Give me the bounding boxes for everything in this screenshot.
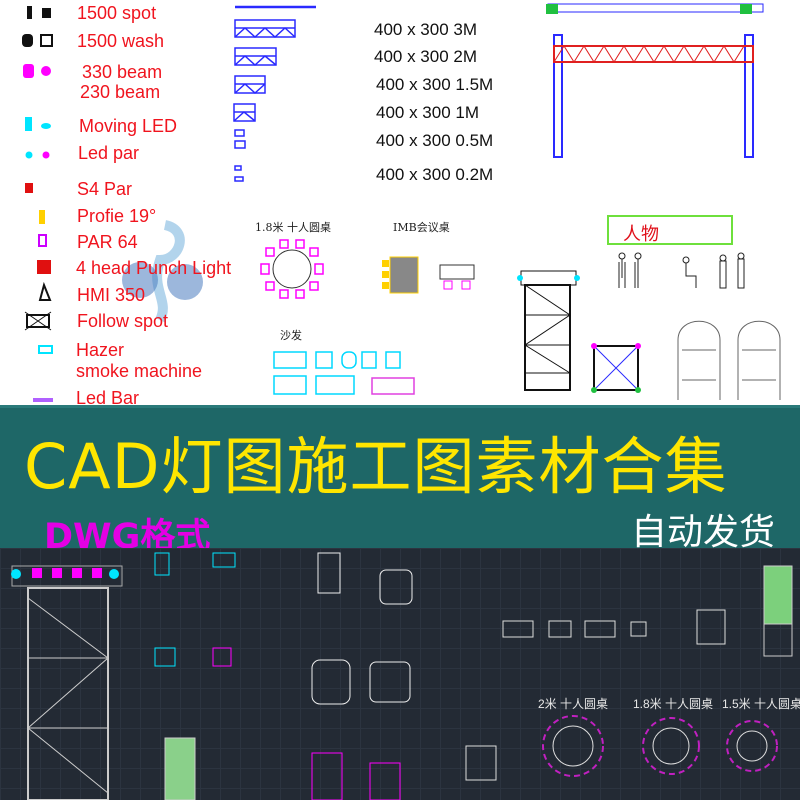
- legend-label: 4 head Punch Light: [76, 258, 232, 278]
- goalpost-truss-drawing: [546, 3, 764, 158]
- cad-preview-white: 1500 spot 1500 wash 330 beam 230 beam Mo…: [22, 3, 781, 408]
- legend-label: 1500 spot: [77, 3, 157, 23]
- legend-label: HMI 350: [77, 285, 146, 305]
- conference-table-label: IMB会议桌: [393, 221, 450, 234]
- legend-label: 230 beam: [80, 82, 161, 102]
- legend-label: Moving LED: [79, 116, 178, 136]
- par64-icon: [38, 234, 47, 247]
- title-banner: CAD灯图施工图素材合集 DWG格式 自动发货: [0, 405, 800, 557]
- truss-size-label: 400 x 300 1.5M: [376, 75, 494, 94]
- moving-head-wash-icon: [22, 34, 53, 47]
- hazer-icon: [38, 345, 53, 354]
- profile-light-icon: [39, 210, 45, 224]
- legend-label: smoke machine: [76, 361, 203, 381]
- truss-shapes: [233, 5, 316, 182]
- legend-label: Led Bar: [76, 388, 140, 408]
- truss-size-label: 400 x 300 2M: [374, 47, 478, 66]
- square-truss-drawing: [591, 343, 641, 393]
- moving-led-icon: [25, 117, 51, 131]
- banner-title: CAD灯图施工图素材合集: [24, 430, 728, 503]
- truss-size-label: 400 x 300 1M: [376, 103, 480, 122]
- table-label: 2米 十人圆桌: [538, 697, 609, 711]
- people-figures: [618, 252, 745, 289]
- tower-truss-drawing: [517, 270, 580, 391]
- beam-light-icon: [23, 64, 51, 78]
- moving-head-spot-icon: [27, 6, 51, 19]
- follow-spot-icon: [24, 311, 52, 331]
- table-label: 1.5米 十人圆桌: [722, 697, 800, 711]
- people-label-box: 人物: [607, 215, 733, 245]
- cad-preview-dark: 2米 十人圆桌 1.8米 十人圆桌 1.5米 十人圆桌: [0, 548, 800, 800]
- truss-size-label: 400 x 300 0.2M: [376, 165, 494, 184]
- truss-size-label: 400 x 300 3M: [374, 20, 478, 39]
- legend-label: S4 Par: [77, 179, 133, 199]
- conference-table-drawing: [382, 256, 475, 294]
- table-label: 1.8米 十人圆桌: [633, 697, 714, 711]
- round-table-drawing: [260, 239, 324, 299]
- legend-label: Profie 19°: [77, 206, 157, 226]
- punch-light-icon: [37, 260, 51, 274]
- truss-size-label: 400 x 300 0.5M: [376, 131, 494, 150]
- sofa-drawings: [273, 351, 415, 395]
- legend-label: 1500 wash: [77, 31, 165, 51]
- led-par-icon: [25, 151, 50, 159]
- car-drawings: [677, 320, 781, 400]
- sofa-label: 沙发: [280, 329, 302, 342]
- s4-par-icon: [25, 183, 33, 193]
- cad-dark-drawings: [11, 552, 793, 800]
- legend-icons: [22, 6, 53, 402]
- legend-label: Led par: [78, 143, 140, 163]
- hmi-light-icon: [38, 281, 52, 301]
- legend-label: 330 beam: [82, 62, 163, 82]
- legend-label: Hazer: [76, 340, 125, 360]
- round-table-label: 1.8米 十人圆桌: [255, 221, 331, 234]
- watermark-logo: [122, 220, 203, 323]
- led-bar-icon: [33, 398, 53, 402]
- legend-label: PAR 64: [77, 232, 138, 252]
- people-label: 人物: [623, 224, 659, 245]
- shipping-note: 自动发货: [630, 512, 775, 553]
- legend-label: Follow spot: [77, 311, 169, 331]
